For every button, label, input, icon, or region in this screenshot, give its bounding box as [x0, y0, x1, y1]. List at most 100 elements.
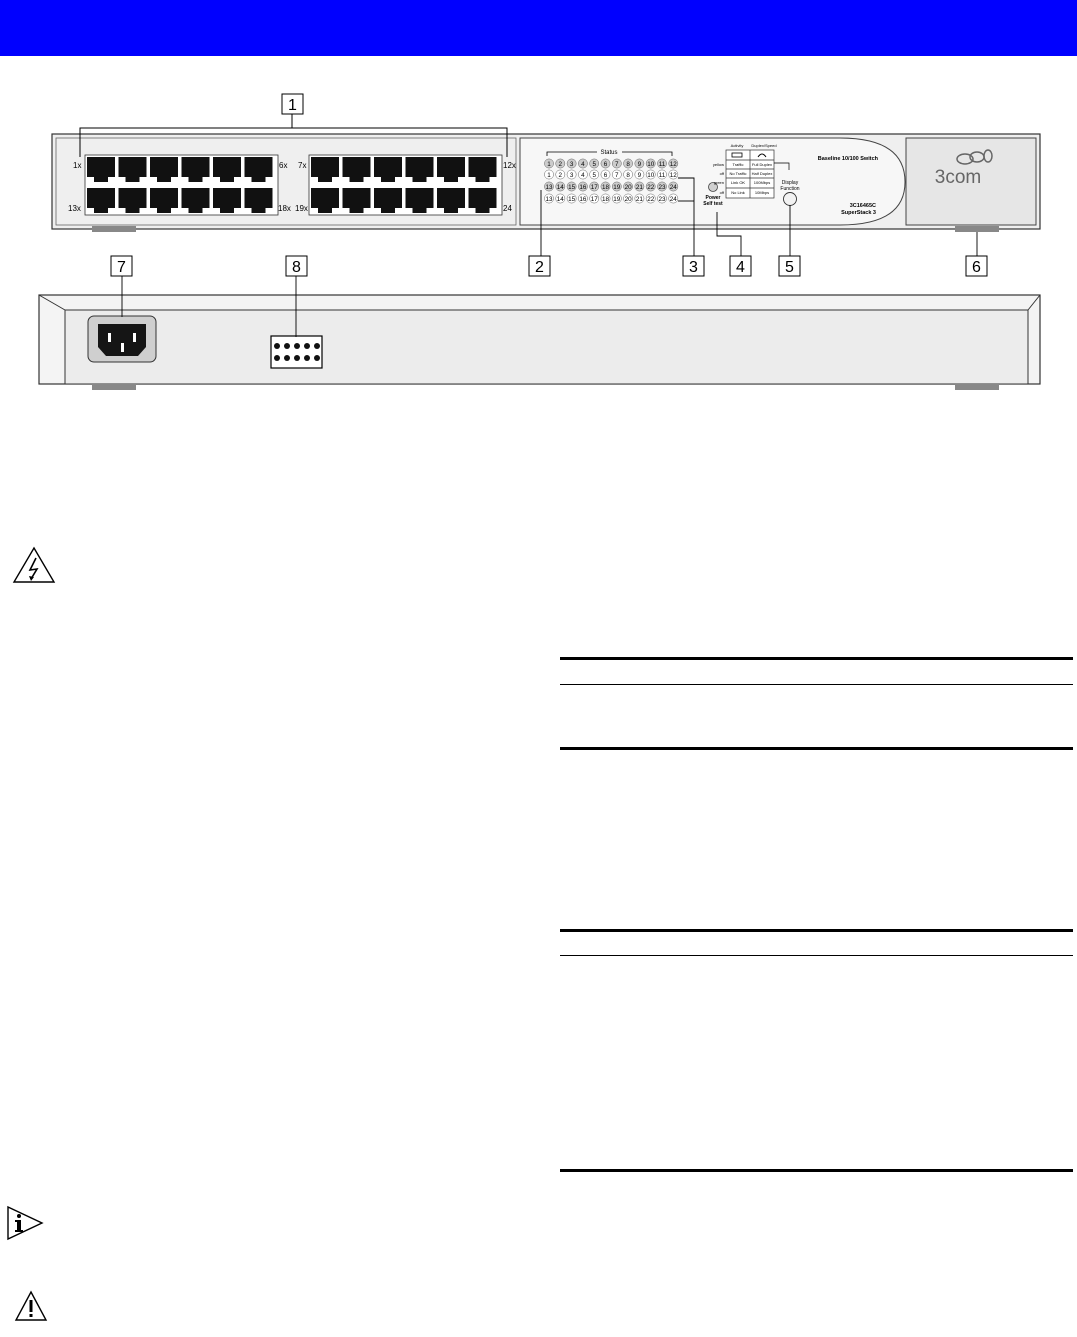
- rear-panel: [38, 294, 1041, 390]
- status-led: [600, 169, 611, 180]
- rps-pin: [274, 343, 280, 349]
- status-led-label: 4: [581, 161, 585, 168]
- status-led-label: 22: [647, 184, 655, 191]
- legend-cell: No Link: [731, 190, 745, 195]
- legend-cell: Link OK: [731, 180, 746, 185]
- status-led: [645, 193, 656, 204]
- status-led: [657, 181, 667, 192]
- legend-cell: 10Mbps: [755, 190, 769, 195]
- foot: [92, 226, 136, 232]
- rj45-port: [468, 188, 497, 213]
- legend-cell: Full Duplex: [752, 162, 772, 167]
- status-led-label: 14: [557, 184, 565, 191]
- power-led-group: Power Self test: [703, 182, 742, 256]
- legend-cell: 100Mbps: [754, 180, 770, 185]
- port-label: 13x: [68, 204, 81, 213]
- table-rule-top: [560, 657, 1073, 660]
- status-led: [657, 169, 667, 180]
- status-led: [623, 158, 633, 169]
- port-label: 6x: [279, 161, 287, 170]
- rj45-port: [405, 188, 434, 213]
- callout-5: 5: [785, 259, 794, 276]
- legend-cell: Half Duplex: [752, 171, 773, 176]
- status-led-label: 5: [592, 172, 596, 179]
- rps-pin: [304, 355, 310, 361]
- rps-pin: [284, 343, 290, 349]
- rps-pin: [304, 343, 310, 349]
- status-led-label: 1: [547, 172, 551, 179]
- status-led: [578, 193, 588, 204]
- status-led: [611, 169, 622, 180]
- status-led: [578, 169, 588, 180]
- power-led: [708, 182, 718, 192]
- status-led: [544, 181, 554, 192]
- display-label: Display: [782, 180, 799, 186]
- status-led-label: 15: [568, 184, 576, 191]
- callout-4: 4: [736, 259, 745, 276]
- brand-name: 3com: [935, 167, 981, 188]
- status-led-label: 3: [570, 172, 574, 179]
- status-led: [589, 169, 600, 180]
- rps-pin: [294, 355, 300, 361]
- rj45-port: [468, 157, 497, 182]
- legend-row-label: off: [720, 171, 725, 176]
- power-socket: [87, 315, 157, 363]
- rj45-port: [150, 157, 178, 182]
- display-function-button[interactable]: [783, 192, 797, 206]
- status-led: [611, 181, 622, 192]
- status-led: [611, 193, 622, 204]
- status-led-label: 9: [638, 172, 642, 179]
- status-led-label: 19: [613, 184, 621, 191]
- callout-1: 1: [288, 97, 297, 114]
- status-led-label: 2: [559, 172, 563, 179]
- status-led: [600, 158, 611, 169]
- status-led: [566, 169, 577, 180]
- status-led-label: 8: [626, 161, 630, 168]
- status-led-label: 10: [647, 161, 655, 168]
- legend-row-label: off: [720, 190, 725, 195]
- status-led: [623, 181, 633, 192]
- status-led: [611, 158, 622, 169]
- foot: [955, 226, 999, 232]
- rj45-port: [311, 188, 339, 213]
- status-led-label: 11: [659, 172, 666, 179]
- callouts: 1 2 3 4 5 6 7 8: [110, 93, 988, 277]
- status-led: [623, 169, 633, 180]
- foot: [955, 384, 999, 390]
- rj45-port: [150, 188, 178, 213]
- status-led-label: 21: [636, 184, 644, 191]
- status-led: [566, 181, 577, 192]
- status-led: [634, 169, 645, 180]
- caution-icon: [14, 1290, 48, 1321]
- info-icon: [7, 1205, 44, 1241]
- status-led: [566, 158, 577, 169]
- status-led-label: 12: [670, 161, 678, 168]
- table-rule-bottom: [560, 747, 1073, 750]
- status-led-label: 23: [658, 196, 666, 203]
- status-led-label: 7: [615, 172, 619, 179]
- status-led: [555, 158, 566, 169]
- status-led-label: 24: [670, 184, 678, 191]
- rps-pin: [274, 355, 280, 361]
- brand-logo: 3com: [935, 149, 993, 188]
- callout-8: 8: [292, 259, 301, 276]
- table-rule-bottom: [560, 1169, 1073, 1172]
- status-led-label: 11: [659, 161, 666, 168]
- status-led: [634, 181, 645, 192]
- rj45-port-group: [84, 154, 503, 216]
- status-title: Status: [600, 150, 617, 156]
- model-number: 3C16465C: [850, 203, 876, 209]
- display-function-group: Display Function: [774, 162, 800, 256]
- status-led: [578, 158, 588, 169]
- status-led-label: 2: [559, 161, 563, 168]
- rps-pin: [284, 355, 290, 361]
- rj45-port: [244, 157, 273, 182]
- rj45-port: [244, 188, 273, 213]
- model-series: SuperStack 3: [841, 210, 876, 216]
- legend-cell: No Traffic: [729, 171, 746, 176]
- led-legend: Activity Duplex/Speed yellow off green o…: [713, 143, 777, 199]
- rj45-port: [181, 157, 210, 182]
- status-led-label: 16: [579, 184, 587, 191]
- status-led-label: 4: [581, 172, 585, 179]
